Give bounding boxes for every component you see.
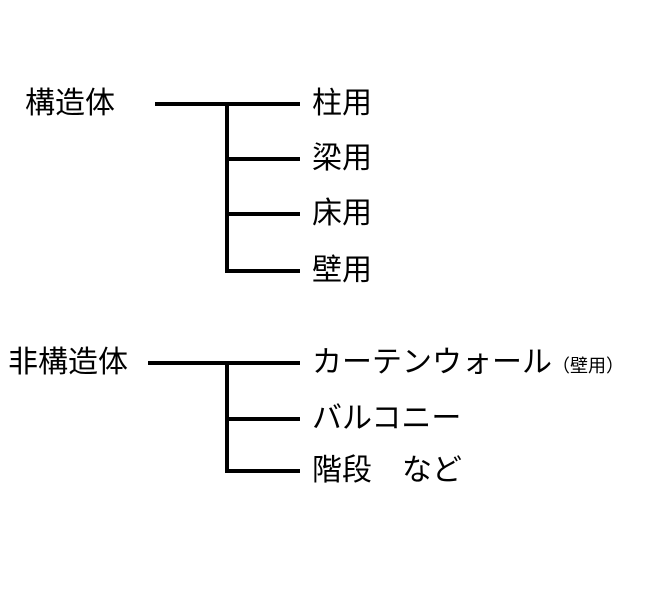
child-label-curtain-wall: カーテンウォール（壁用） <box>312 345 624 385</box>
child-label: 梁用 <box>312 141 372 176</box>
child-label: 柱用 <box>312 86 372 121</box>
root-label-structural: 構造体 <box>25 86 115 121</box>
root-label-non-structural: 非構造体 <box>8 345 128 380</box>
child-label: 壁用 <box>312 253 372 288</box>
child-label-text: カーテンウォール <box>312 345 552 380</box>
child-label: 床用 <box>312 196 372 231</box>
child-note: （壁用） <box>552 356 624 377</box>
child-label: バルコニー <box>312 401 462 436</box>
child-label: 階段 など <box>312 453 462 488</box>
